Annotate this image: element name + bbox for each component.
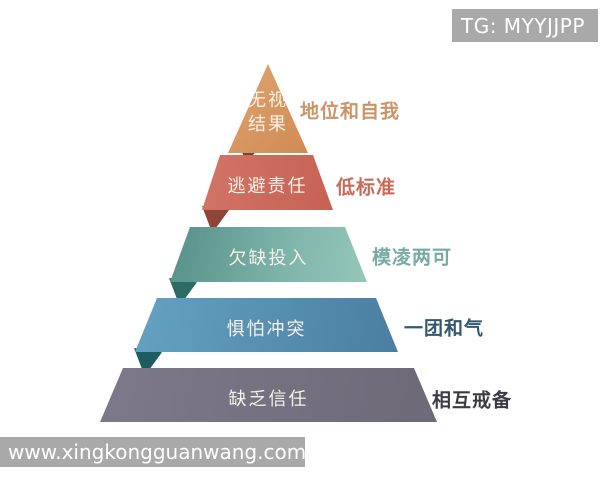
pyramid-level-1-label-line-2: 结果 xyxy=(248,113,288,135)
pyramid-level-1: 无视 结果 xyxy=(228,64,308,153)
side-label-level-4: 一团和气 xyxy=(404,317,485,340)
pyramid-level-1-label: 无视 结果 xyxy=(248,89,288,137)
footer-bar: www.xingkongguanwang.com xyxy=(0,437,307,467)
pyramid-level-4-label: 惧怕冲突 xyxy=(226,318,307,340)
watermark-badge: TG: MYYJJPP xyxy=(452,9,598,42)
pyramid-level-1-label-line-1: 无视 xyxy=(248,89,288,111)
side-label-level-1: 地位和自我 xyxy=(300,100,401,123)
pyramid-level-5-label: 缺乏信任 xyxy=(228,388,309,410)
watermark-badge-text: TG: MYYJJPP xyxy=(461,13,585,38)
pyramid-level-5: 缺乏信任 xyxy=(100,368,437,422)
side-label-level-3: 模凌两可 xyxy=(372,246,453,269)
pyramid-level-3-label: 欠缺投入 xyxy=(228,248,309,269)
pyramid-level-4: 惧怕冲突 xyxy=(135,298,398,352)
side-label-level-5: 相互戒备 xyxy=(432,389,513,412)
pyramid-level-2-label: 逃避责任 xyxy=(227,176,308,197)
footer-url: www.xingkongguanwang.com xyxy=(8,440,307,464)
side-label-level-2: 低标准 xyxy=(336,176,397,199)
pyramid-level-3: 欠缺投入 xyxy=(170,227,367,282)
pyramid-level-2: 逃避责任 xyxy=(202,155,333,210)
